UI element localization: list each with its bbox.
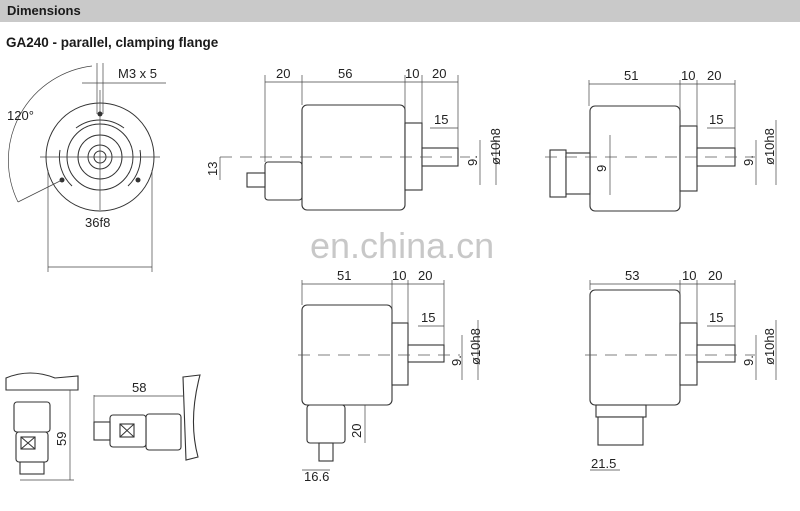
side-view-connector-axial: 51 10 20 15 ø10h8 9. 9: [545, 68, 777, 212]
dim-10: 10: [681, 68, 695, 83]
dim-shaft-length: 15: [709, 112, 723, 127]
dim-51: 51: [337, 268, 351, 283]
dim-56: 56: [338, 66, 352, 81]
dim-offset: 16.6: [304, 469, 329, 484]
dim-offset: 13: [205, 162, 220, 176]
dim-shaft-diameter: ø10h8: [762, 328, 777, 365]
dim-key: 9.: [741, 355, 756, 366]
dim-20: 20: [276, 66, 290, 81]
dim-height: 20: [349, 424, 364, 438]
side-view-cable-radial: 51 10 20 15 ø10h8 9. 20 16.6: [298, 268, 483, 484]
dim-offset: 21.5: [591, 456, 616, 471]
mating-connector-straight: 59: [5, 372, 79, 481]
watermark: en.china.cn: [310, 225, 494, 266]
dim-shaft-length: 15: [709, 310, 723, 325]
thread-label: M3 x 5: [118, 66, 157, 81]
side-view-cable: 20 56 10 20 15 ø10h8 9. 13: [205, 66, 503, 211]
section-header: Dimensions: [0, 0, 800, 22]
dim-key: 9.: [449, 355, 464, 366]
dim-20: 20: [418, 268, 432, 283]
mating-connector-angled: 58: [93, 374, 201, 461]
diameter-label: 36f8: [85, 215, 110, 230]
dim-10: 10: [392, 268, 406, 283]
dim-10: 10: [682, 268, 696, 283]
dim-53: 53: [625, 268, 639, 283]
dim-20: 20: [708, 268, 722, 283]
side-view-connector-radial: 53 10 20 15 ø10h8 9. 21.5: [585, 268, 777, 471]
dim-key: 9.: [465, 155, 480, 166]
dim-key: 9.: [741, 155, 756, 166]
dim-20b: 20: [432, 66, 446, 81]
dim-20: 20: [707, 68, 721, 83]
dim-51: 51: [624, 68, 638, 83]
dim-offset: 9: [594, 165, 609, 172]
dim-58: 58: [132, 380, 146, 395]
dim-59: 59: [54, 432, 69, 446]
dim-shaft-diameter: ø10h8: [468, 328, 483, 365]
front-view: M3 x 5 120° 36f8: [7, 63, 166, 272]
dim-shaft-diameter: ø10h8: [762, 128, 777, 165]
section-title: Dimensions: [7, 3, 81, 18]
dim-shaft-length: 15: [434, 112, 448, 127]
dim-shaft-length: 15: [421, 310, 435, 325]
dim-10: 10: [405, 66, 419, 81]
angle-label: 120°: [7, 108, 34, 123]
drawing-title: GA240 - parallel, clamping flange: [6, 35, 219, 50]
dim-shaft-diameter: ø10h8: [488, 128, 503, 165]
